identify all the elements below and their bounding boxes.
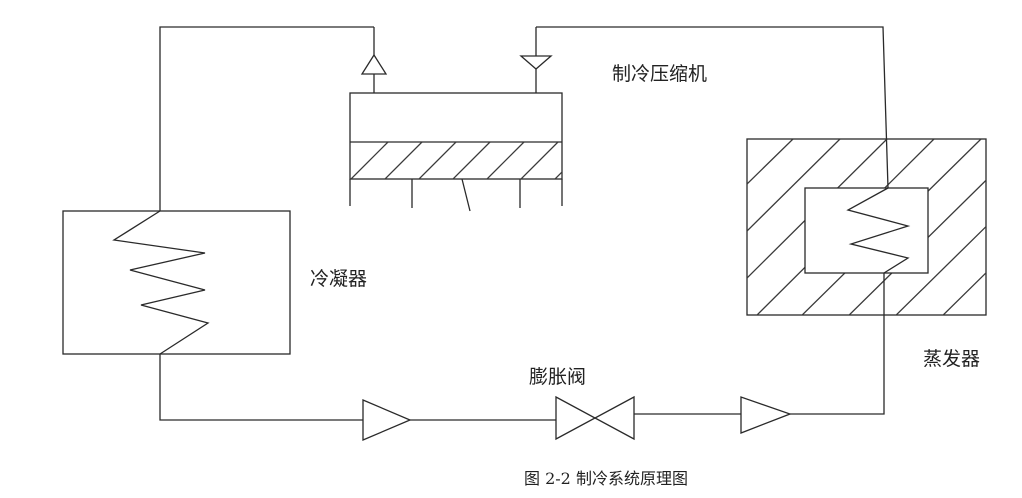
valve-left-triangle <box>555 395 597 441</box>
pipe-liquid-line <box>159 354 363 421</box>
evaporator-label: 蒸发器 <box>923 348 980 370</box>
compressor-hatch <box>350 142 562 179</box>
evaporator-inner-box <box>804 187 929 274</box>
flow-arrow-1-icon <box>362 399 412 441</box>
discharge-arrow-icon <box>360 53 388 75</box>
pipe-suction <box>536 26 889 189</box>
evaporator <box>746 138 987 316</box>
condenser-body <box>62 210 291 355</box>
compressor-legs <box>349 178 563 212</box>
piping <box>159 26 889 441</box>
condenser <box>62 210 291 355</box>
compressor-body <box>349 92 563 180</box>
compressor <box>349 27 563 212</box>
condenser-coil <box>112 210 210 355</box>
figure-caption: 图 2-2 制冷系统原理图 <box>524 469 688 488</box>
expansion-valve-label: 膨胀阀 <box>529 366 586 388</box>
valve-right-triangle <box>593 395 635 441</box>
expansion-valve <box>555 395 635 441</box>
evaporator-coil <box>846 187 911 274</box>
flow-arrow-2-icon <box>740 396 792 434</box>
condenser-label: 冷凝器 <box>310 268 367 290</box>
pipe-discharge <box>159 26 374 211</box>
pipe-to-evaporator <box>790 273 885 415</box>
suction-arrow-icon <box>519 55 553 70</box>
compressor-label: 制冷压缩机 <box>612 63 707 85</box>
